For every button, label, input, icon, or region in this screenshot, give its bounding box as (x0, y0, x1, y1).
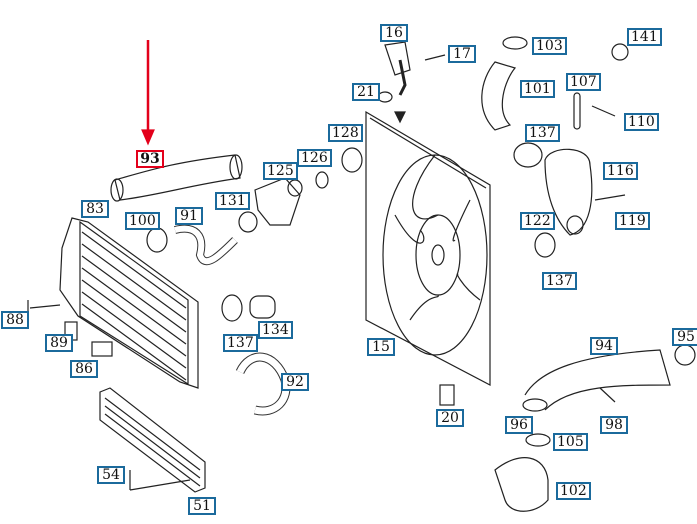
intercooler-83[interactable] (59, 217, 199, 389)
part-label-51[interactable]: 51 (188, 497, 216, 515)
part-label-15[interactable]: 15 (367, 338, 395, 356)
part-label-94[interactable]: 94 (590, 337, 618, 355)
part-label-20[interactable]: 20 (436, 409, 464, 427)
part-label-105[interactable]: 105 (553, 433, 588, 451)
part-label-88[interactable]: 88 (1, 311, 29, 329)
part-label-110[interactable]: 110 (624, 113, 659, 131)
part-label-107[interactable]: 107 (566, 73, 601, 91)
part-label-116[interactable]: 116 (603, 162, 638, 180)
part-label-134[interactable]: 134 (258, 321, 293, 339)
part-label-86[interactable]: 86 (70, 360, 98, 378)
part-label-137[interactable]: 137 (223, 334, 258, 352)
part-label-128[interactable]: 128 (328, 124, 363, 142)
part-label-54[interactable]: 54 (97, 466, 125, 484)
part-label-131[interactable]: 131 (215, 192, 250, 210)
part-label-21[interactable]: 21 (352, 83, 380, 101)
part-label-91[interactable]: 91 (175, 207, 203, 225)
part-label-98[interactable]: 98 (600, 416, 628, 434)
part-label-17[interactable]: 17 (448, 45, 476, 63)
part-label-103[interactable]: 103 (532, 37, 567, 55)
part-label-16[interactable]: 16 (380, 24, 408, 42)
part-label-137[interactable]: 137 (542, 272, 577, 290)
part-label-92[interactable]: 92 (281, 373, 309, 391)
part-label-122[interactable]: 122 (520, 212, 555, 230)
part-label-100[interactable]: 100 (125, 212, 160, 230)
part-label-101[interactable]: 101 (520, 80, 555, 98)
part-label-83[interactable]: 83 (81, 200, 109, 218)
part-label-89[interactable]: 89 (45, 334, 73, 352)
fan-shroud-15[interactable] (365, 110, 491, 386)
part-label-95[interactable]: 95 (672, 328, 697, 346)
oil-cooler-51[interactable] (99, 387, 206, 493)
part-label-119[interactable]: 119 (615, 212, 650, 230)
part-label-125[interactable]: 125 (263, 162, 298, 180)
part-label-141[interactable]: 141 (627, 28, 662, 46)
part-label-93[interactable]: 93 (136, 150, 164, 168)
selection-arrow (141, 40, 155, 146)
part-label-137[interactable]: 137 (525, 124, 560, 142)
part-label-102[interactable]: 102 (556, 482, 591, 500)
charge-air-hose-93[interactable] (114, 154, 241, 201)
part-label-96[interactable]: 96 (505, 416, 533, 434)
part-label-126[interactable]: 126 (297, 149, 332, 167)
